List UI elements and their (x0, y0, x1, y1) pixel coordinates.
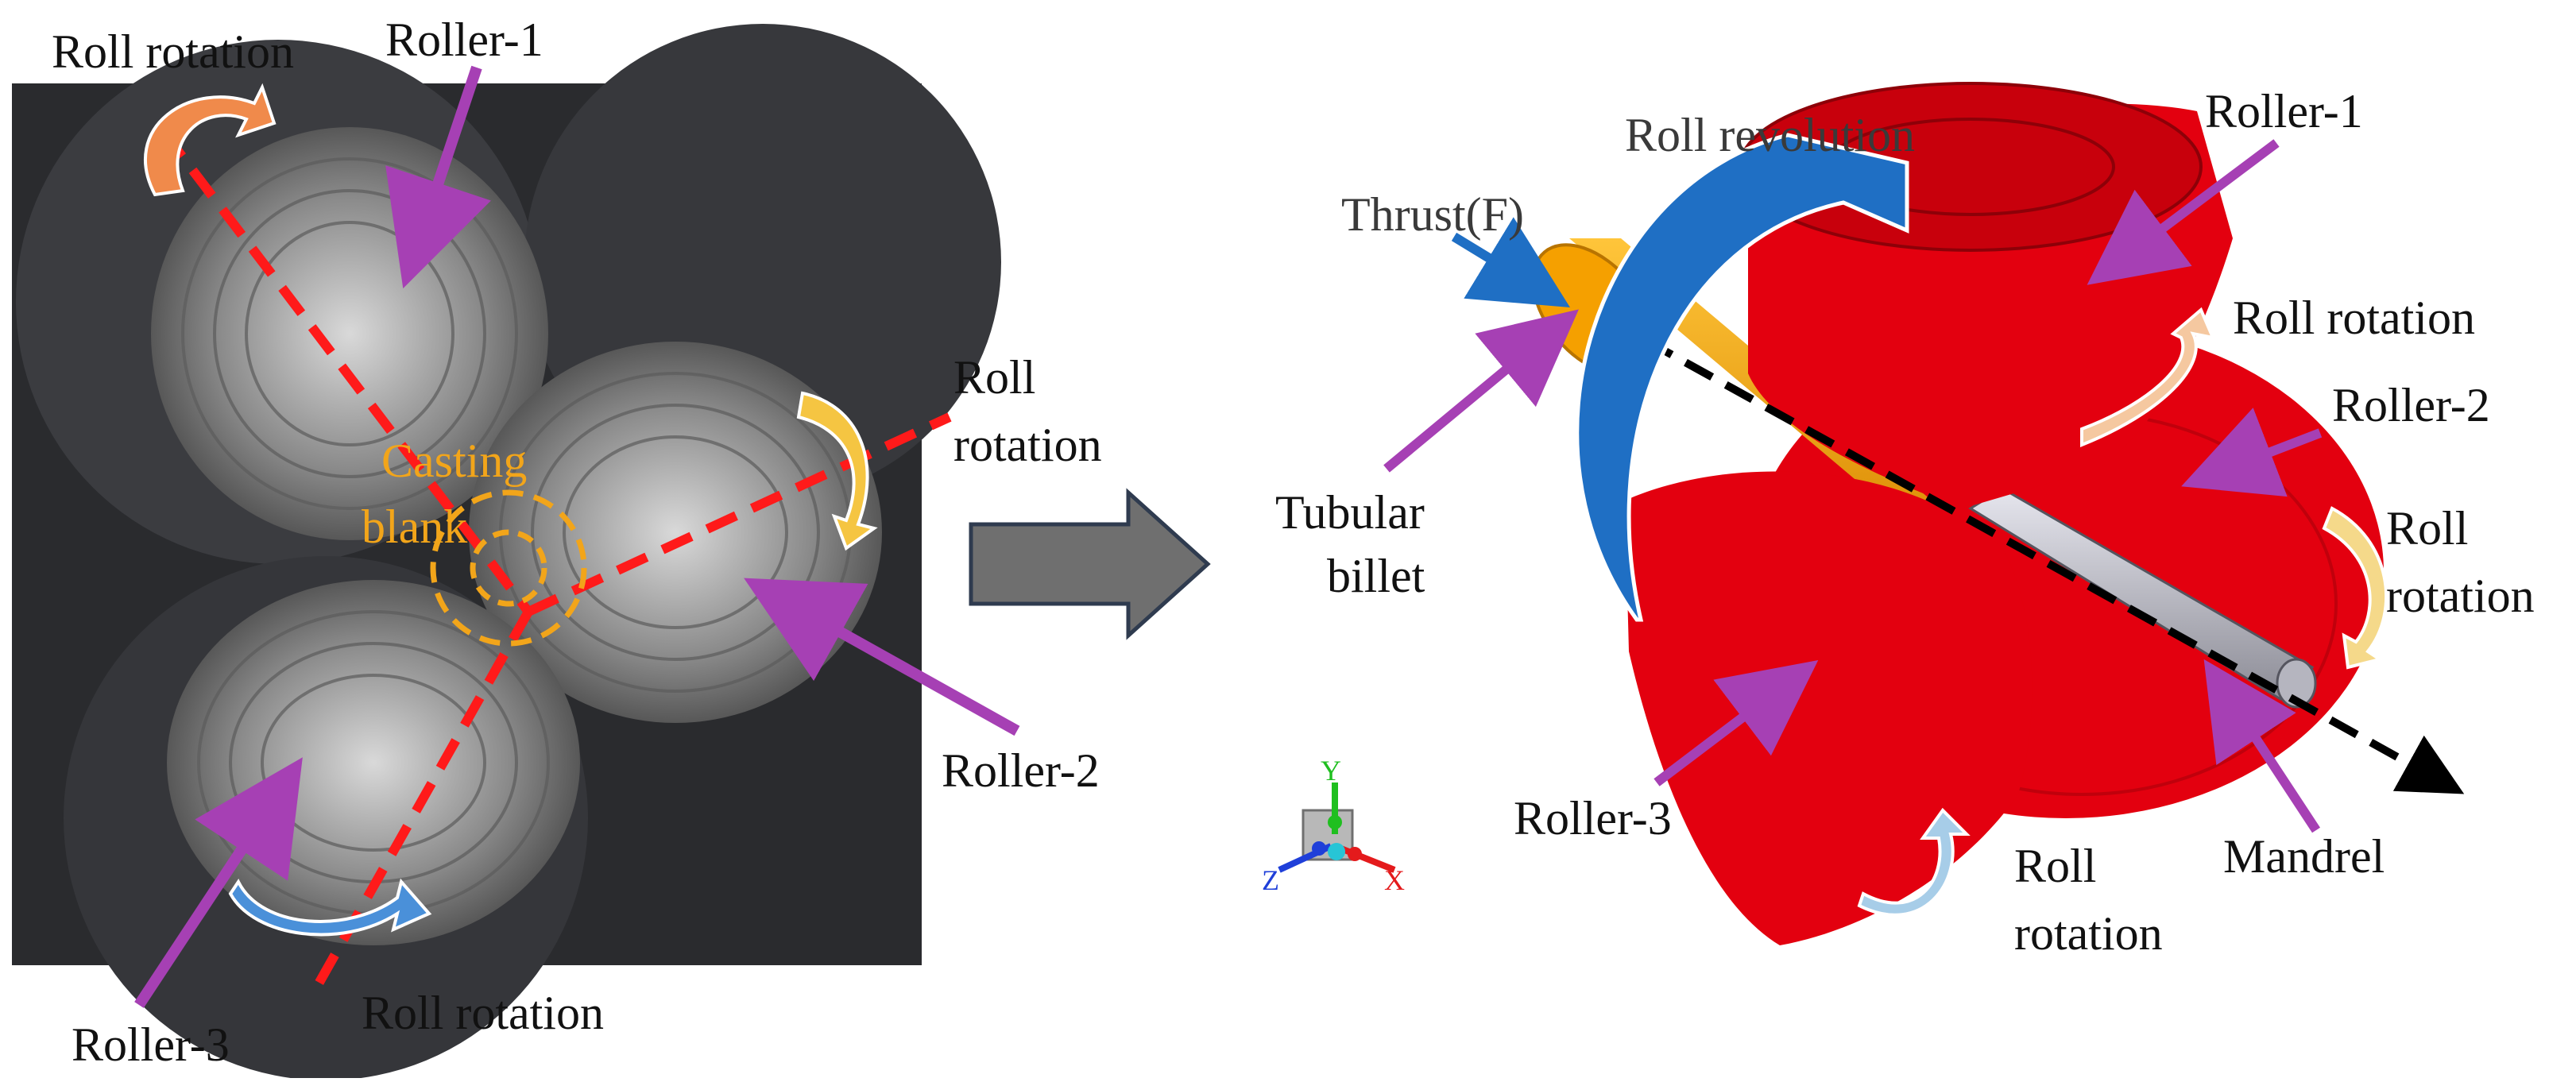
roller-3-leader-model (1654, 660, 1819, 786)
x-axis-dot (1348, 847, 1362, 861)
roller-1-label-right: Roller-1 (2205, 85, 2363, 137)
tubular-billet-label-1: Tubular (1275, 486, 1425, 539)
rotation-arrow-yellow-right (2322, 506, 2388, 670)
roll-rotation-top-label: Roll rotation (52, 25, 294, 78)
triad-cube (1302, 809, 1354, 861)
roll-rotation-label-right-2b: rotation (2386, 570, 2535, 622)
roll-rotation-label-right-3a: Roll (2014, 840, 2096, 892)
roller-3-label-right: Roller-3 (1514, 792, 1672, 844)
axis-x-label: X (1384, 864, 1405, 896)
casting-blank-inner (470, 529, 547, 607)
rotation-arrow-peach (2080, 307, 2216, 447)
mandrel-leader (2203, 659, 2321, 833)
rotation-arrow-lightblue (1857, 807, 1971, 917)
casting-blank-label-1: Casting (381, 435, 527, 487)
axis-y-label: Y (1321, 755, 1341, 786)
casting-blank-outer (430, 489, 587, 647)
origin-dot (1328, 843, 1345, 860)
z-axis-dot (1312, 841, 1326, 856)
roller-2-leader (744, 578, 1020, 736)
casting-blank-label-2: blank (362, 500, 467, 553)
y-axis-dot (1328, 815, 1342, 829)
rotation-arrow-orange (144, 83, 277, 197)
roller-1-leader-model (2087, 139, 2280, 285)
roll-rotation-label-right-2a: Roll (2386, 502, 2468, 555)
roller-1-leader (385, 65, 491, 289)
photo-panel (12, 24, 1020, 1080)
rolling-axis (1603, 314, 2465, 794)
process-arrow (969, 488, 1211, 640)
roller-3-leader (134, 757, 303, 1008)
roller-3-label-left: Roller-3 (72, 1018, 230, 1071)
revolution-arrow (1575, 133, 1909, 622)
tubular-billet-leader (1383, 309, 1579, 473)
roll-rotation-label-right-1: Roll rotation (2233, 292, 2475, 344)
roller-1-label-left: Roller-1 (385, 14, 543, 66)
roll-rotation-bottom-label: Roll rotation (362, 987, 604, 1039)
roll-rotation-right-label-2: rotation (953, 419, 1102, 471)
roll-rotation-right-label-1: Roll (953, 351, 1035, 404)
thrust-arrow (1451, 217, 1570, 307)
rotation-arrow-yellow (796, 391, 878, 551)
roller-2-label-left: Roller-2 (942, 744, 1100, 797)
axis-z-label: Z (1262, 864, 1279, 896)
model-panel (1383, 82, 2465, 945)
rotation-arrow-blue (228, 878, 432, 937)
roll-revolution-label: Roll revolution (1625, 109, 1915, 161)
thrust-label: Thrust(F) (1341, 188, 1524, 241)
tubular-billet-label-2: billet (1327, 550, 1425, 602)
roll-rotation-label-right-3b: rotation (2014, 907, 2163, 960)
roller-2-label-right: Roller-2 (2332, 379, 2490, 431)
axis-triad: Y X Z (1262, 755, 1405, 896)
roller-3-model (1625, 471, 2033, 945)
roller-2-leader-model (2181, 408, 2323, 497)
mandrel-label: Mandrel (2223, 830, 2385, 883)
